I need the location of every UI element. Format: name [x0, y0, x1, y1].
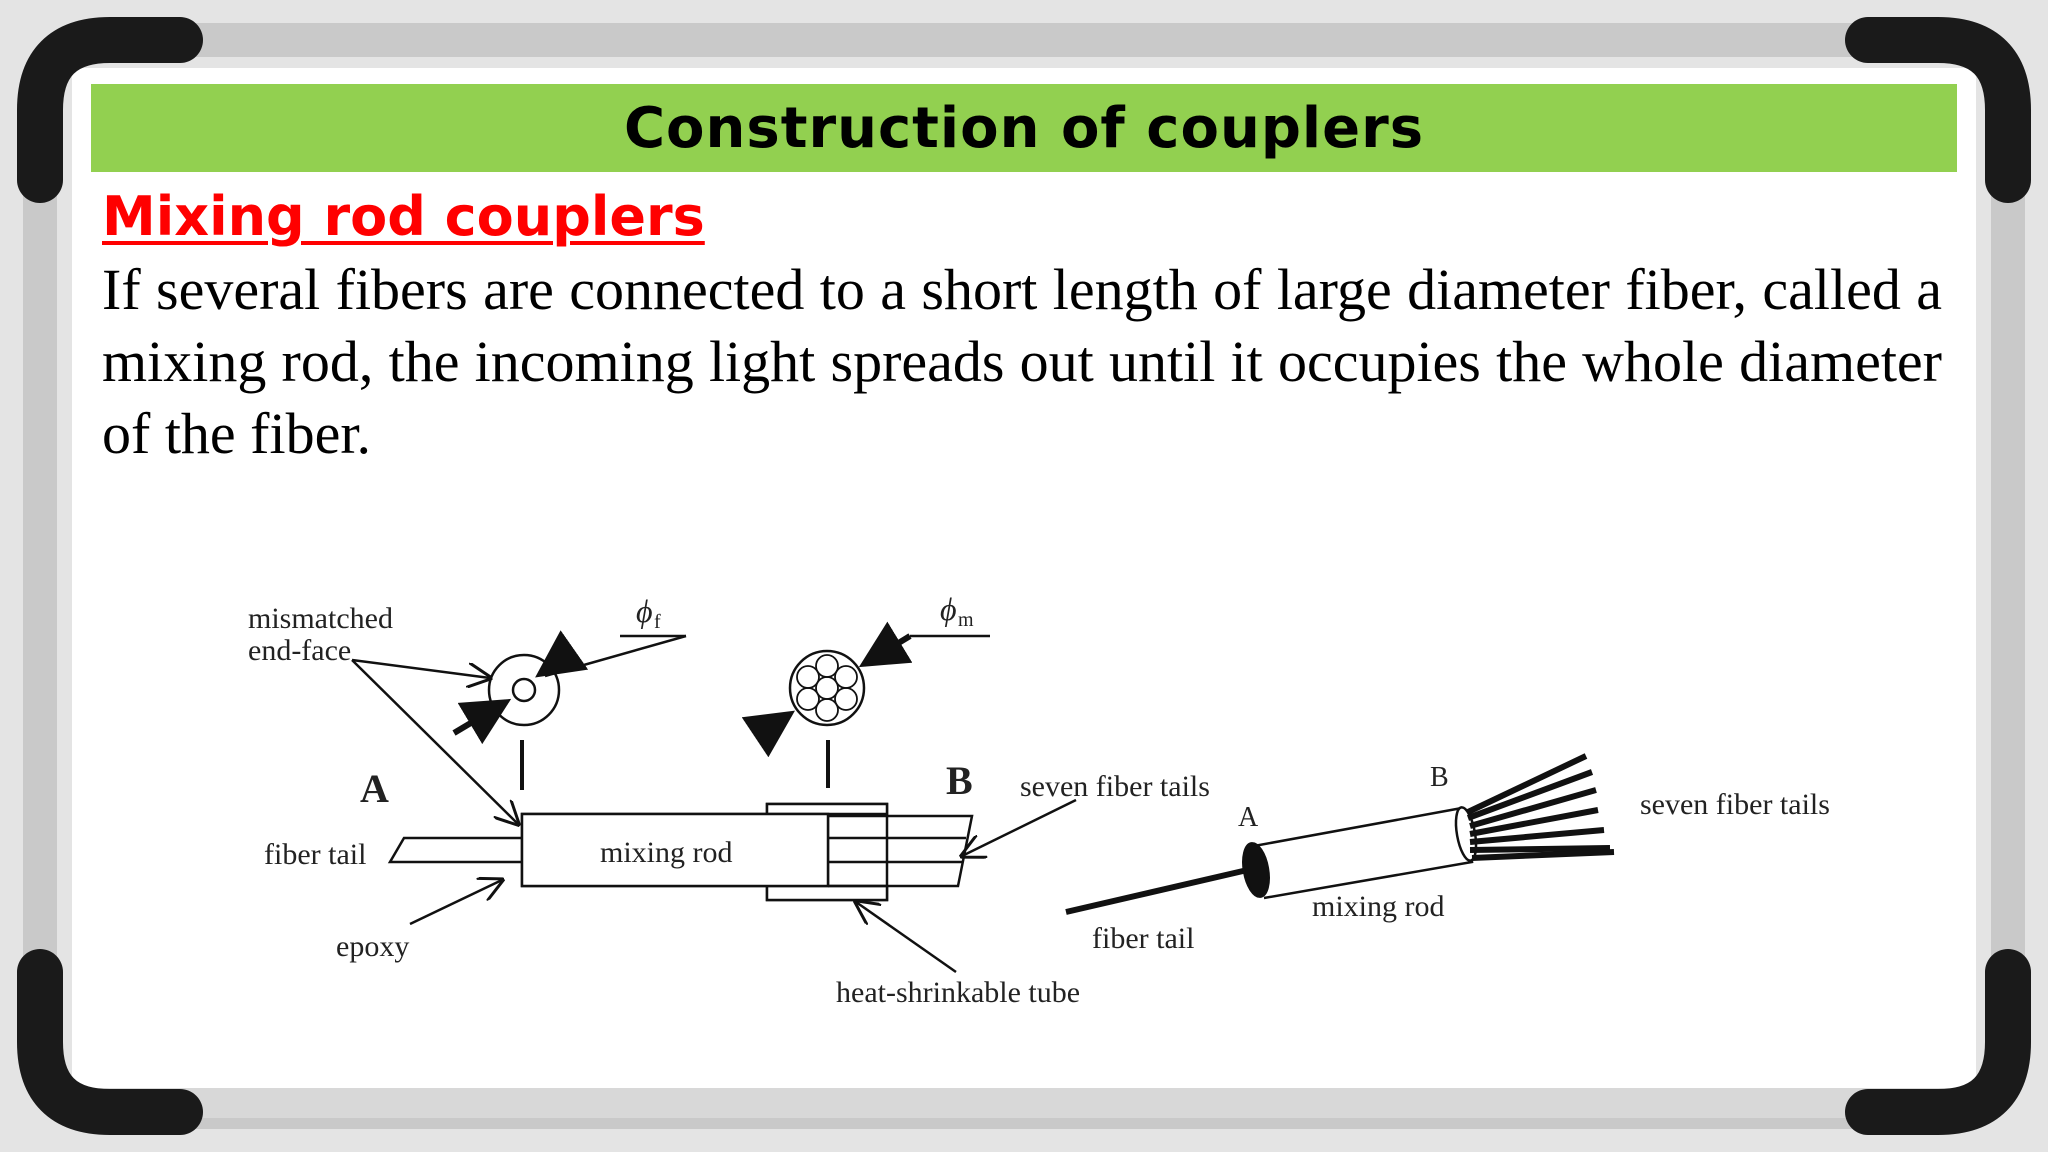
right-label-mixing-rod: mixing rod: [1312, 890, 1445, 923]
frame-corner-top-right: [1845, 17, 2031, 203]
label-mismatched-line1: mismatched: [248, 602, 393, 635]
heat-shrink-top-cap: [765, 802, 889, 816]
label-point-b: B: [946, 758, 973, 803]
leader-mismatched-1: [351, 658, 490, 678]
label-mixing-rod: mixing rod: [600, 836, 733, 869]
right-label-fiber-tail: fiber tail: [1092, 922, 1194, 955]
fiber-core: [511, 677, 537, 703]
right-label-seven-fiber-tails: seven fiber tails: [1640, 788, 1830, 821]
right-figure: [1065, 753, 1615, 915]
rod-fill: [523, 815, 827, 885]
right-seven-tails: [1466, 753, 1615, 861]
left-figure: [351, 621, 1077, 974]
label-epoxy: epoxy: [336, 930, 409, 963]
phi-f-arrow-right: [535, 630, 589, 678]
input-fiber-tail: [387, 836, 522, 864]
title-bar: Construction of couplers: [91, 84, 1957, 172]
bundle-fibers: [796, 654, 858, 722]
board-bottom-shadow: [72, 1088, 1976, 1118]
right-mixing-rod: [1253, 806, 1474, 900]
right-label-a: A: [1238, 802, 1259, 833]
body-paragraph: If several fibers are connected to a sho…: [102, 257, 1942, 466]
leader-epoxy: [409, 880, 502, 926]
frame-corner-top-left: [17, 17, 203, 203]
board-surface: [72, 68, 1976, 1088]
label-fiber-tail: fiber tail: [264, 838, 366, 871]
phi-m-arrow-right: [858, 621, 913, 668]
slide-subtitle: Mixing rod couplers: [102, 185, 705, 248]
frame-corner-bottom-right: [1845, 949, 2031, 1135]
phi-f-arrow-left: [452, 698, 512, 745]
leader-seven-tails: [962, 798, 1077, 856]
bundle-end-face: [788, 649, 866, 727]
right-fiber-tail: [1065, 865, 1257, 915]
slide-title: Construction of couplers: [623, 95, 1425, 161]
label-phi-m-sub: m: [958, 609, 974, 631]
leader-heat-tube: [856, 902, 957, 974]
fiber-tails-bundle: [828, 814, 974, 888]
heat-shrink-bottom-cap: [765, 884, 889, 902]
leader-mismatched-2: [351, 659, 518, 824]
label-heat-shrinkable-tube: heat-shrinkable tube: [836, 976, 1080, 1009]
fiber-end-face: [487, 653, 561, 727]
label-seven-fiber-tails: seven fiber tails: [1020, 770, 1210, 803]
right-label-b: B: [1430, 762, 1449, 793]
label-point-a: A: [360, 766, 389, 811]
label-phi-m: ϕ: [940, 591, 957, 627]
phi-m-arrow-left: [741, 710, 795, 758]
label-phi-f-sub: f: [654, 611, 661, 633]
frame-corner-bottom-left: [17, 949, 203, 1135]
right-rod-end-face: [1242, 842, 1270, 898]
label-mismatched-line2: end-face: [248, 634, 351, 667]
phi-f-leader: [544, 634, 687, 678]
mixing-rod-outline: [520, 812, 830, 888]
label-phi-f: ϕ: [636, 593, 653, 629]
